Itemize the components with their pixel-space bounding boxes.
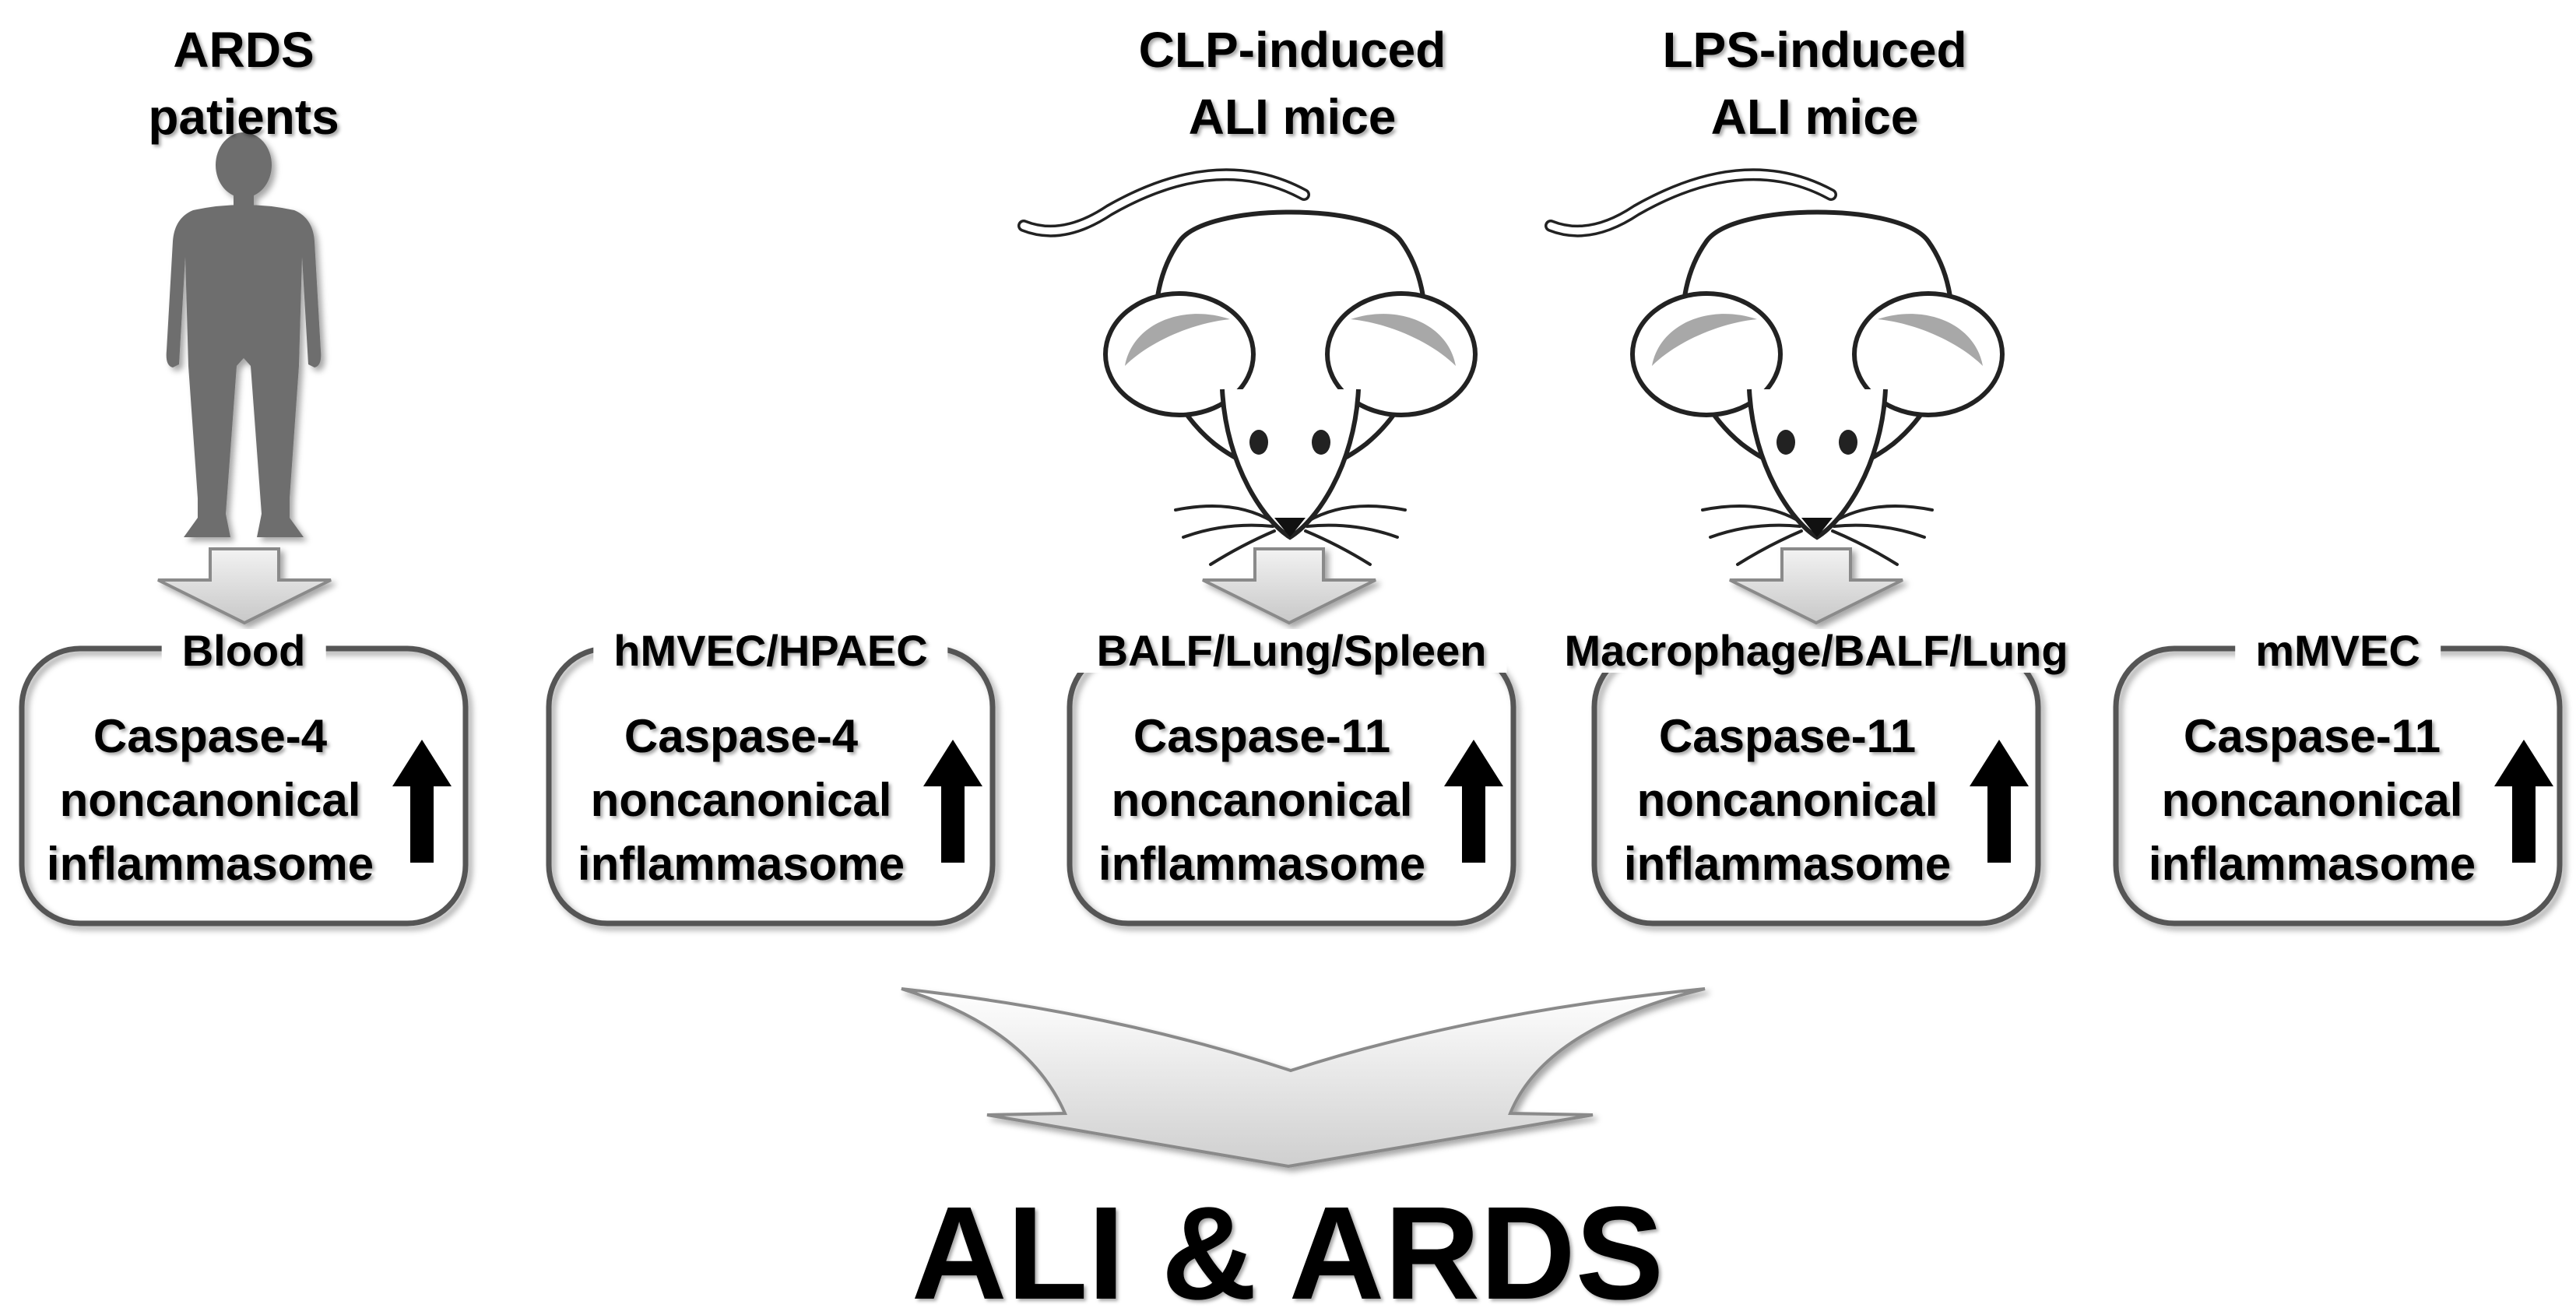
body-line2: noncanonical: [1636, 774, 1938, 826]
body-line3: inflammasome: [1098, 838, 1426, 890]
body-line2: noncanonical: [1111, 774, 1413, 826]
body-line1: Caspase-11: [1133, 710, 1391, 762]
source-label: ARDS patients: [41, 25, 446, 159]
down-arrow-icon: [1202, 547, 1376, 625]
body-line2: noncanonical: [590, 774, 892, 826]
source-line2: ALI mice: [1710, 89, 1919, 145]
body-line3: inflammasome: [2148, 838, 2476, 890]
up-arrow-icon: [392, 740, 452, 863]
body-line1: Caspase-11: [1658, 710, 1917, 762]
box-body: Caspase-11 noncanonical inflammasome: [1608, 713, 1966, 905]
box-label: mMVEC: [2235, 629, 2441, 673]
body-line2: noncanonical: [59, 774, 361, 826]
box-body: Caspase-4 noncanonical inflammasome: [31, 713, 389, 905]
body-line1: Caspase-4: [93, 710, 328, 762]
body-line1: Caspase-11: [2183, 710, 2441, 762]
up-arrow-icon: [923, 740, 982, 863]
body-line2: noncanonical: [2161, 774, 2463, 826]
box-label: Macrophage/BALF/Lung: [1544, 629, 2089, 673]
box-label: Blood: [161, 629, 326, 673]
body-line1: Caspase-4: [624, 710, 859, 762]
box-body: Caspase-4 noncanonical inflammasome: [562, 713, 920, 905]
body-line3: inflammasome: [46, 838, 374, 890]
box-label: hMVEC/HPAEC: [593, 629, 948, 673]
source-line2: ALI mice: [1188, 89, 1397, 145]
source-label: CLP-induced ALI mice: [1090, 25, 1495, 159]
up-arrow-icon: [2494, 740, 2553, 863]
mouse-icon: [1551, 174, 2002, 564]
human-figure-icon: [166, 132, 322, 537]
outcome-title: ALI & ARDS: [911, 1180, 1664, 1315]
source-line1: LPS-induced: [1662, 22, 1967, 78]
source-line2: patients: [148, 89, 339, 145]
up-arrow-icon: [1444, 740, 1503, 863]
up-arrow-icon: [1970, 740, 2029, 863]
body-line3: inflammasome: [577, 838, 905, 890]
box-body: Caspase-11 noncanonical inflammasome: [1083, 713, 1441, 905]
body-line3: inflammasome: [1623, 838, 1952, 890]
box-label: BALF/Lung/Spleen: [1076, 629, 1507, 673]
down-arrow-icon: [157, 547, 332, 625]
source-line1: ARDS: [173, 22, 315, 78]
mouse-icon: [1024, 174, 1475, 564]
down-arrow-icon: [1729, 547, 1903, 625]
box-body: Caspase-11 noncanonical inflammasome: [2133, 713, 2491, 905]
source-label: LPS-induced ALI mice: [1612, 25, 2017, 159]
source-line1: CLP-induced: [1138, 22, 1446, 78]
converging-arrow-icon: [901, 987, 1706, 1169]
